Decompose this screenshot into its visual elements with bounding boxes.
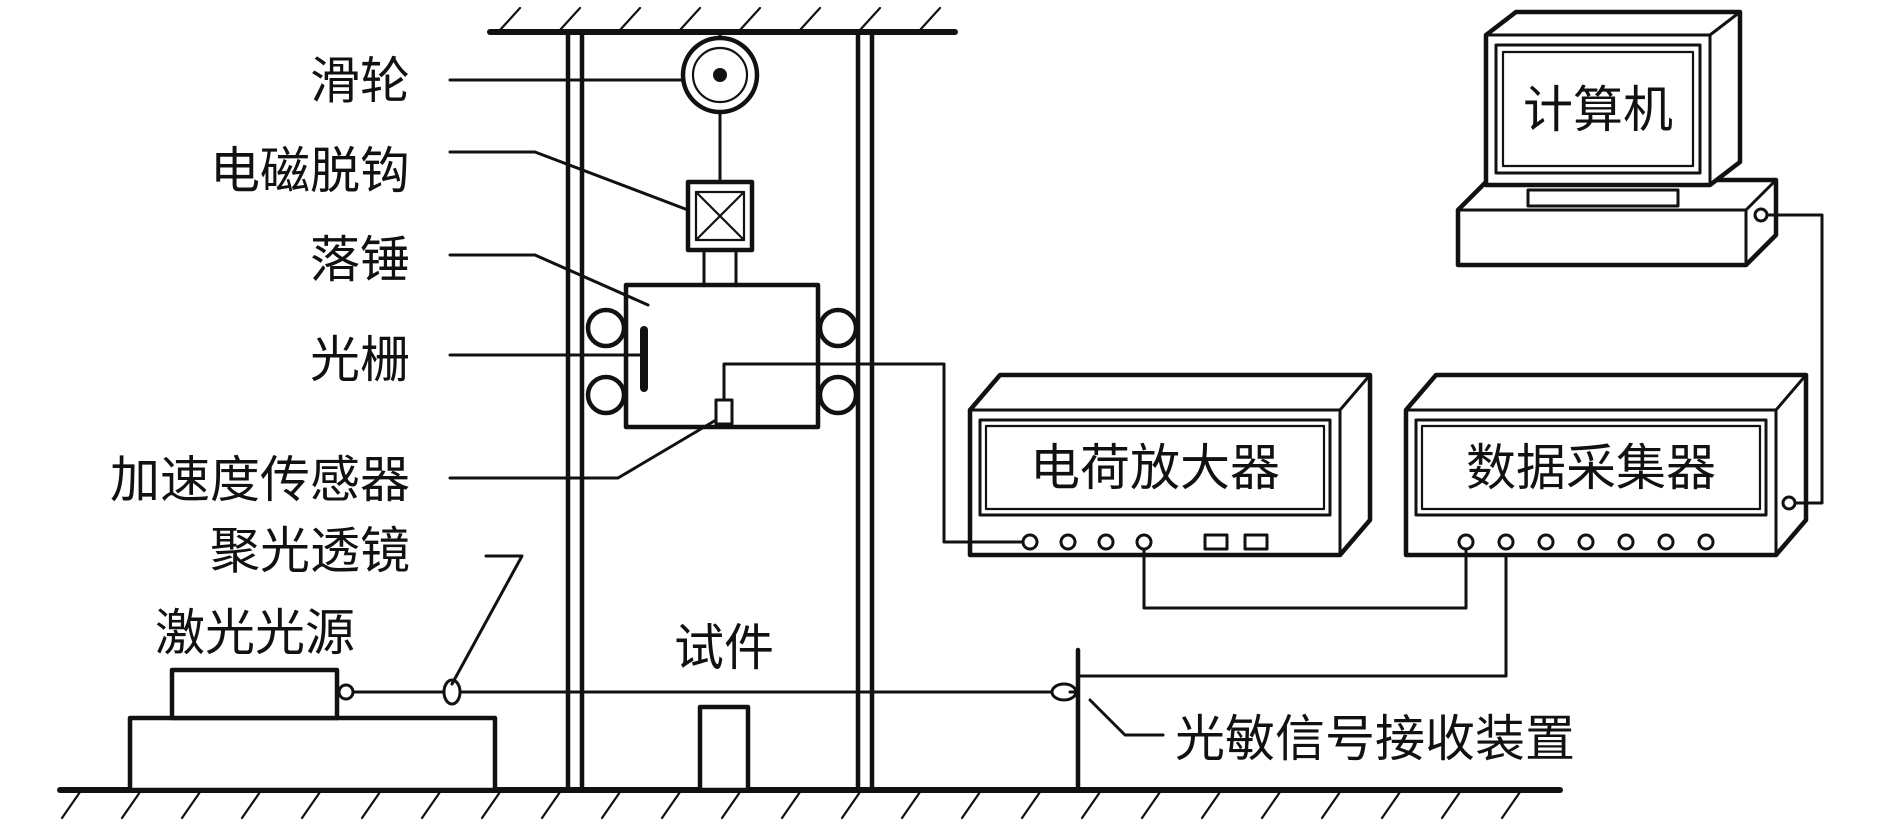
sensor-cable	[904, 362, 1025, 544]
photosensitive-receiver	[1050, 543, 1508, 793]
computer	[1455, 9, 1779, 268]
guide-rails	[565, 29, 875, 793]
charge-amplifier	[967, 372, 1373, 558]
daq-to-computer-cable	[1765, 213, 1824, 505]
label-condenser-lens: 聚光透镜	[210, 522, 410, 580]
leader-lines	[448, 78, 1165, 737]
ground	[57, 787, 1563, 820]
label-laser-source: 激光光源	[155, 604, 355, 662]
data-acquisition-unit	[1403, 372, 1809, 558]
label-photosensitive-receiver: 光敏信号接收装置	[1175, 710, 1575, 768]
label-acceleration-sensor: 加速度传感器	[110, 451, 410, 509]
label-pulley: 滑轮	[310, 52, 410, 110]
label-grating: 光栅	[310, 331, 410, 389]
electromagnetic-hook	[685, 179, 755, 287]
device-computer-label: 计算机	[1523, 81, 1673, 139]
drop-hammer	[585, 282, 908, 430]
label-drop-hammer: 落锤	[310, 231, 410, 289]
device-data-acquisition-label: 数据采集器	[1466, 439, 1716, 497]
specimen	[697, 704, 751, 793]
amp-to-daq-cable	[1142, 547, 1468, 610]
top-beam	[487, 6, 958, 35]
label-specimen: 试件	[674, 619, 774, 677]
pulley	[680, 30, 760, 115]
laser-source	[127, 667, 1062, 793]
label-electromagnetic-hook: 电磁脱钩	[210, 142, 410, 200]
device-charge-amplifier-label: 电荷放大器	[1030, 439, 1280, 497]
